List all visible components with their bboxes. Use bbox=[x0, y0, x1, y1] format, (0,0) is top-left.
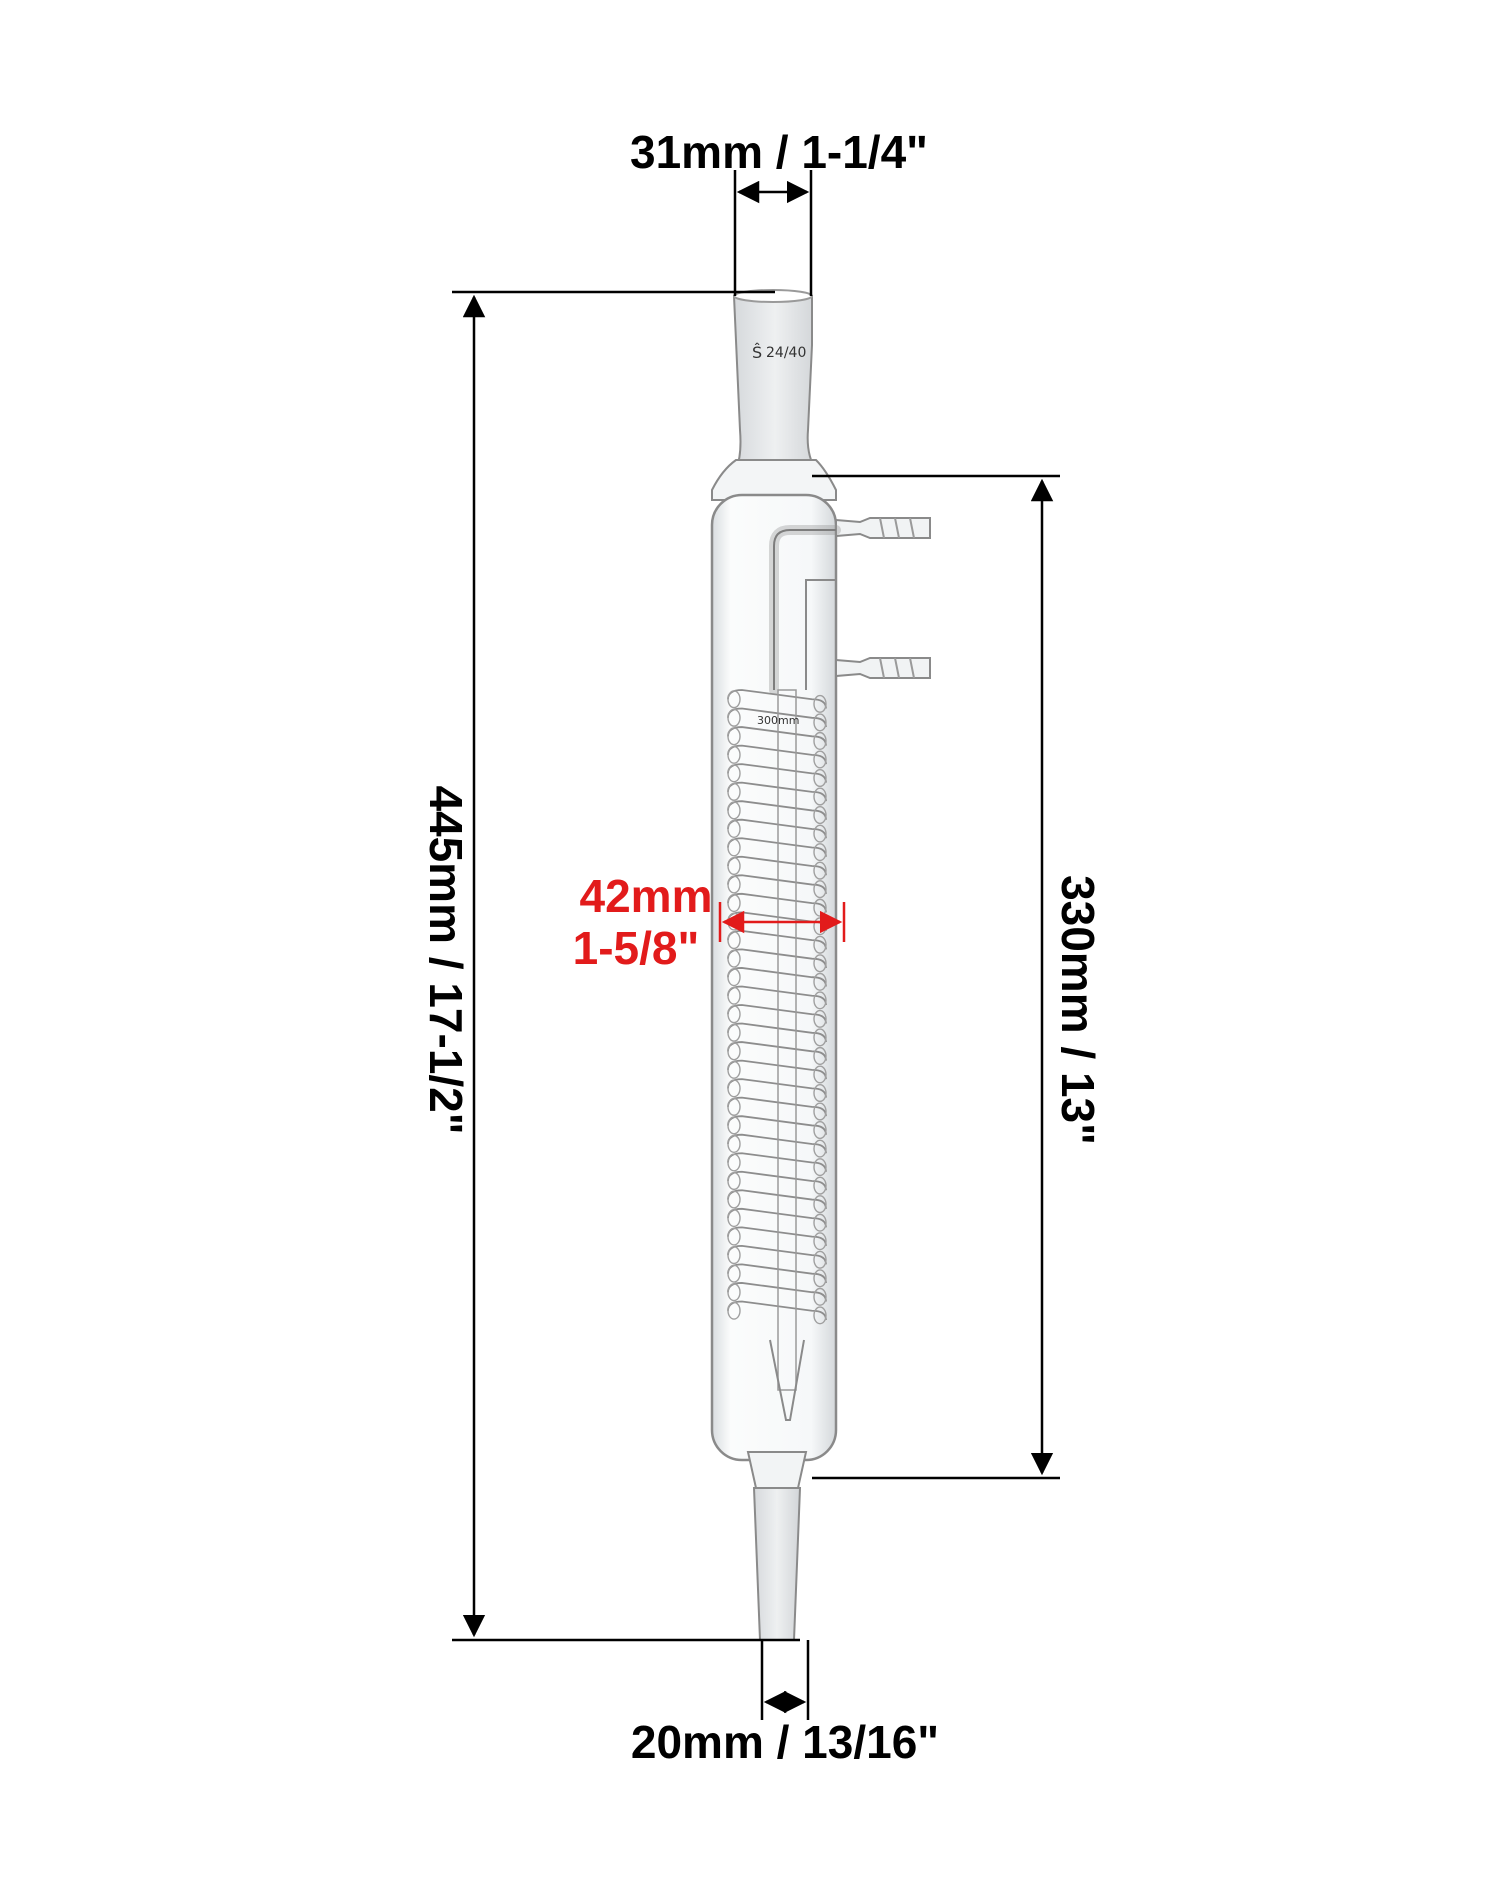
coil-turn-edge bbox=[813, 806, 827, 825]
diameter-annotation bbox=[718, 902, 846, 942]
coil-turn-edge bbox=[727, 1134, 741, 1154]
coil-turn-edge bbox=[813, 1287, 827, 1306]
coil-turn-edge bbox=[727, 1246, 741, 1265]
coil-turn-edge bbox=[813, 843, 827, 862]
coil-turn-edge bbox=[727, 1097, 741, 1116]
coil-turn-edge bbox=[813, 1269, 827, 1288]
coil-turn-edge bbox=[813, 1213, 827, 1232]
coil-turn-edge bbox=[727, 1116, 741, 1135]
coil-turn-edge bbox=[813, 991, 827, 1010]
coil-turn-edge bbox=[813, 731, 827, 750]
inner-tube bbox=[777, 689, 797, 1391]
overall-length-label: 445mm / 17-1/2" bbox=[420, 785, 472, 1134]
coil-turn-edge bbox=[813, 1028, 827, 1047]
coil-turn-edge bbox=[813, 1250, 827, 1269]
coil-turn-edge bbox=[813, 880, 827, 899]
condenser-body: Ŝ 24/40 300mm bbox=[710, 289, 931, 1641]
coil-turn-edge bbox=[813, 1102, 827, 1121]
coil-turn-edge bbox=[727, 1301, 741, 1320]
bottom-taper bbox=[746, 1451, 808, 1489]
coil-turn-edge bbox=[813, 1176, 827, 1195]
coil-turn-edge bbox=[813, 1139, 827, 1158]
coil-turn-edge bbox=[727, 838, 741, 857]
coil-turn-edge bbox=[727, 1060, 741, 1079]
top-joint bbox=[732, 295, 818, 471]
joint-size-label: 24/40 bbox=[766, 345, 806, 361]
coil-turn-edge bbox=[727, 764, 741, 783]
coil-turn-edge bbox=[813, 1306, 827, 1325]
coil-turn-edge bbox=[727, 1171, 741, 1191]
coil-turn-edge bbox=[727, 949, 741, 968]
coil-turn-edge bbox=[727, 690, 741, 709]
top-opening-label: 31mm / 1-1/4" bbox=[630, 126, 928, 178]
coil-turn-edge bbox=[727, 782, 741, 801]
dimension-annotations bbox=[452, 170, 1060, 1720]
coil-turn-edge bbox=[813, 713, 827, 732]
cooling-coil bbox=[727, 689, 827, 1325]
coil-turn-edge bbox=[727, 1042, 741, 1061]
coil-turn-edge bbox=[813, 935, 827, 954]
coil-turn-edge bbox=[727, 1283, 741, 1302]
coil-turn-edge bbox=[727, 745, 741, 764]
coil-length-mark: 300mm bbox=[757, 714, 799, 727]
coil-turn-edge bbox=[813, 861, 827, 880]
coil-turn-edge bbox=[727, 856, 741, 876]
coil-turn-edge bbox=[727, 1209, 741, 1228]
coil-turn-edge bbox=[727, 1227, 741, 1246]
coil-turn-edge bbox=[813, 1232, 827, 1251]
coil-turn-edge bbox=[727, 1005, 741, 1024]
coil-turn-edge bbox=[727, 1023, 741, 1042]
coil-turn-edge bbox=[727, 1190, 741, 1209]
coil-turn-edge bbox=[727, 819, 741, 839]
lower-hose-barb bbox=[835, 657, 931, 679]
neck bbox=[711, 459, 837, 501]
coil-turn-edge bbox=[813, 787, 827, 806]
coil-turn-edge bbox=[727, 986, 741, 1005]
coil-drip-tip bbox=[769, 1339, 805, 1421]
upper-hose-barb bbox=[835, 517, 931, 539]
coil-turn-edge bbox=[813, 694, 827, 713]
coil-turn-edge bbox=[813, 1083, 827, 1103]
coil-turn-edge bbox=[727, 801, 741, 820]
coil-turn-edge bbox=[813, 1009, 827, 1028]
coil-turn-edge bbox=[727, 1153, 741, 1172]
coil-turn-edge bbox=[727, 1264, 741, 1283]
coil-turn-edge bbox=[813, 1158, 827, 1177]
coil-turn-edge bbox=[813, 954, 827, 973]
coil-turn-edge bbox=[813, 1065, 827, 1084]
coil-turn-edge bbox=[813, 768, 827, 788]
coil-turn-edge bbox=[727, 968, 741, 987]
jacket-diameter-in-label: 1-5/8" bbox=[573, 922, 700, 974]
bottom-joint-label: 20mm / 13/16" bbox=[631, 1716, 939, 1768]
coil-turn-edge bbox=[813, 972, 827, 991]
coil-turn-edge bbox=[813, 1046, 827, 1065]
coil-turn-edge bbox=[727, 727, 741, 746]
joint-symbol: Ŝ bbox=[752, 343, 762, 362]
bottom-joint bbox=[752, 1487, 802, 1641]
coil-turn-edge bbox=[727, 708, 741, 727]
coil-turn-edge bbox=[813, 1195, 827, 1214]
coil-turn-edge bbox=[813, 750, 827, 769]
coil-turn-edge bbox=[727, 875, 741, 894]
coil-turn-edge bbox=[813, 824, 827, 843]
coil-turn-edge bbox=[727, 1079, 741, 1098]
coil-turn-edge bbox=[813, 1121, 827, 1140]
jacket-diameter-mm-label: 42mm bbox=[580, 870, 713, 922]
jacket-length-label: 330mm / 13" bbox=[1052, 875, 1104, 1145]
